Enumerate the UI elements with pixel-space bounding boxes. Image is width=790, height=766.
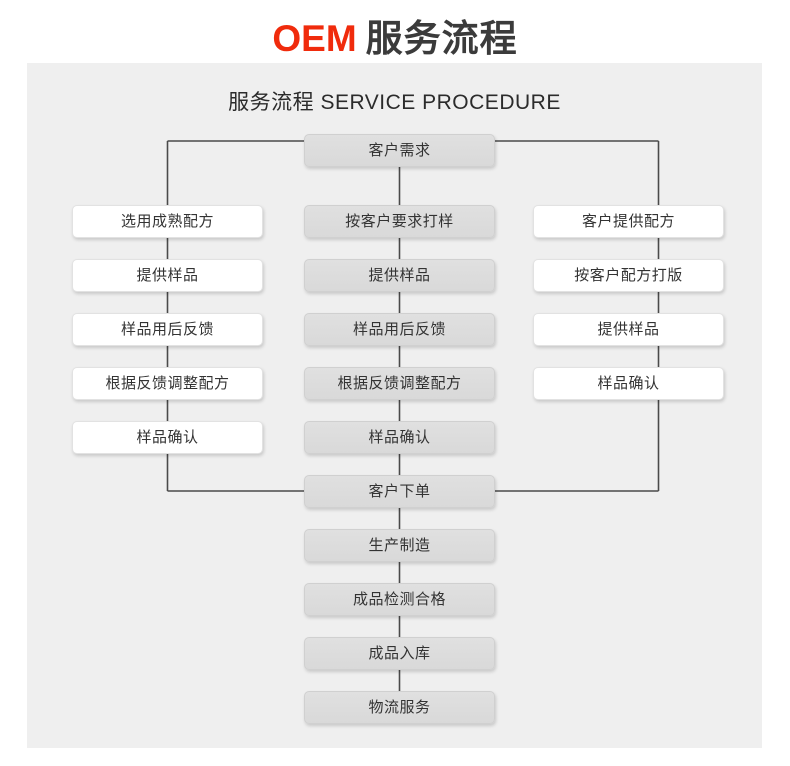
node-right-2[interactable]: 按客户配方打版 bbox=[533, 259, 724, 292]
node-tail-4[interactable]: 成品入库 bbox=[304, 637, 495, 670]
flowchart-subtitle: 服务流程 SERVICE PROCEDURE bbox=[228, 91, 561, 114]
node-middle-5[interactable]: 样品确认 bbox=[304, 421, 495, 454]
node-start[interactable]: 客户需求 bbox=[304, 134, 495, 167]
node-middle-3[interactable]: 样品用后反馈 bbox=[304, 313, 495, 346]
node-tail-1[interactable]: 客户下单 bbox=[304, 475, 495, 508]
node-tail-5[interactable]: 物流服务 bbox=[304, 691, 495, 724]
node-right-1[interactable]: 客户提供配方 bbox=[533, 205, 724, 238]
node-left-3[interactable]: 样品用后反馈 bbox=[72, 313, 263, 346]
node-right-3[interactable]: 提供样品 bbox=[533, 313, 724, 346]
node-tail-2[interactable]: 生产制造 bbox=[304, 529, 495, 562]
node-left-5[interactable]: 样品确认 bbox=[72, 421, 263, 454]
node-left-1[interactable]: 选用成熟配方 bbox=[72, 205, 263, 238]
node-middle-2[interactable]: 提供样品 bbox=[304, 259, 495, 292]
node-right-4[interactable]: 样品确认 bbox=[533, 367, 724, 400]
node-middle-4[interactable]: 根据反馈调整配方 bbox=[304, 367, 495, 400]
node-left-4[interactable]: 根据反馈调整配方 bbox=[72, 367, 263, 400]
page-title-accent: OEM bbox=[272, 18, 357, 59]
node-middle-1[interactable]: 按客户要求打样 bbox=[304, 205, 495, 238]
flowchart-panel: 服务流程 SERVICE PROCEDURE bbox=[27, 63, 762, 748]
node-left-2[interactable]: 提供样品 bbox=[72, 259, 263, 292]
node-tail-3[interactable]: 成品检测合格 bbox=[304, 583, 495, 616]
flowchart-canvas: 客户需求 选用成熟配方 提供样品 样品用后反馈 根据反馈调整配方 样品确认 按客… bbox=[27, 63, 762, 748]
page-title-text: 服务流程 bbox=[365, 18, 518, 59]
